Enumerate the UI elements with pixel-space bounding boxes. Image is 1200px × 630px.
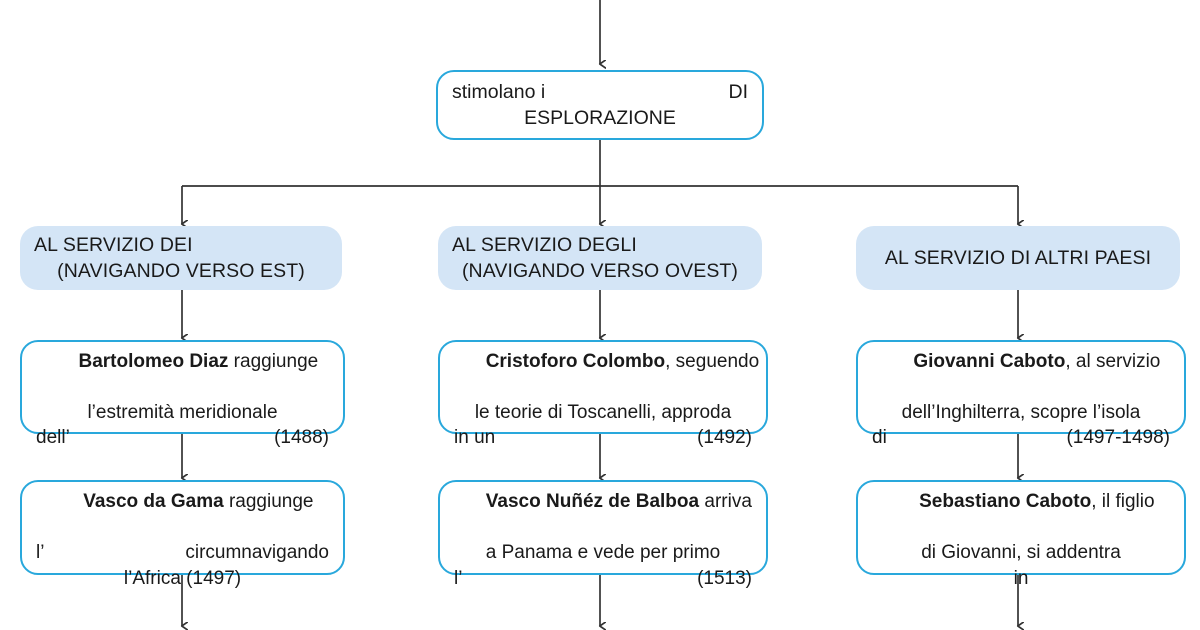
card-bartolomeo-diaz[interactable]: Bartolomeo Diaz raggiunge l’estremità me…: [20, 340, 345, 448]
explorer-name: Bartolomeo Diaz: [78, 350, 229, 372]
card-line-1: Bartolomeo Diaz raggiunge: [22, 323, 343, 399]
connector-top-to-split: [182, 140, 1018, 224]
header-line-2: (NAVIGANDO VERSO EST): [57, 260, 305, 282]
card-line-2: l’ circumnavigando: [22, 540, 343, 565]
header-line-1: AL SERVIZIO DI ALTRI PAESI: [884, 246, 1152, 269]
card-sebastiano-caboto[interactable]: Sebastiano Caboto, il figlio di Giovanni…: [856, 480, 1186, 589]
card-line-1: Vasco Nuñéz de Balboa arriva: [440, 464, 766, 540]
card-line-2: le teorie di Toscanelli, approda: [474, 401, 732, 423]
card-line-3: l’Africa (1497): [123, 567, 242, 589]
card-year: (1497-1498): [1066, 427, 1170, 449]
card-line2-right: circumnavigando: [185, 542, 329, 564]
card-line-2: dell’Inghilterra, scopre l’isola: [901, 401, 1141, 423]
card-line-3: di (1497-1498): [858, 425, 1184, 450]
card-line-3: l’ (1513): [440, 566, 766, 591]
card-line-3: in un (1492): [440, 425, 766, 450]
card-line1-rest: , seguendo: [665, 350, 760, 372]
header-al-servizio-degli[interactable]: AL SERVIZIO DEGLI (NAVIGANDO VERSO OVEST…: [438, 226, 762, 290]
card-line-3: in: [1013, 567, 1029, 589]
top-node-line1-left: stimolano i: [452, 80, 546, 103]
header-line-1: AL SERVIZIO DEGLI: [452, 233, 637, 256]
card-line-1: Cristoforo Colombo, seguendo: [440, 323, 766, 399]
card-line-3: dell’ (1488): [22, 425, 343, 450]
card-line1-rest: raggiunge: [228, 350, 319, 372]
card-vasco-nunez-de-balboa[interactable]: Vasco Nuñéz de Balboa arriva a Panama e …: [438, 480, 768, 589]
card-line1-rest: , al servizio: [1065, 350, 1161, 372]
card-line-1: Giovanni Caboto, al servizio: [858, 323, 1184, 399]
card-line2-left: l’: [36, 542, 45, 564]
top-node-line-2: ESPLORAZIONE: [524, 107, 676, 129]
card-cristoforo-colombo[interactable]: Cristoforo Colombo, seguendo le teorie d…: [438, 340, 768, 448]
header-al-servizio-di-altri-paesi[interactable]: AL SERVIZIO DI ALTRI PAESI: [856, 226, 1180, 290]
explorer-name: Vasco da Gama: [83, 491, 224, 513]
card-line3-left: l’: [454, 567, 463, 589]
card-line-2: di Giovanni, si addentra: [921, 542, 1121, 564]
top-node-line1-right: DI: [728, 80, 749, 103]
card-line3-left: di: [872, 427, 887, 449]
explorer-name: Cristoforo Colombo: [485, 350, 666, 372]
card-year: (1492): [697, 427, 752, 449]
card-year: (1488): [274, 427, 329, 449]
card-line3-left: in un: [454, 427, 496, 449]
card-line1-rest: raggiunge: [223, 491, 314, 513]
card-line3-left: dell’: [36, 427, 70, 449]
header-line-2: (NAVIGANDO VERSO OVEST): [461, 260, 739, 282]
header-al-servizio-dei[interactable]: AL SERVIZIO DEI (NAVIGANDO VERSO EST): [20, 226, 342, 290]
explorer-name: Vasco Nuñéz de Balboa: [485, 491, 700, 513]
explorer-name: Giovanni Caboto: [913, 350, 1066, 372]
card-line-1: Sebastiano Caboto, il figlio: [858, 464, 1184, 540]
card-line1-rest: arriva: [699, 491, 752, 513]
card-line1-rest: , il figlio: [1091, 491, 1155, 513]
card-giovanni-caboto[interactable]: Giovanni Caboto, al servizio dell’Inghil…: [856, 340, 1186, 448]
card-year: (1513): [697, 567, 752, 589]
card-line-2: a Panama e vede per primo: [485, 542, 721, 564]
node-top-esplorazione[interactable]: stimolano i DI ESPLORAZIONE: [436, 70, 764, 140]
card-vasco-da-gama[interactable]: Vasco da Gama raggiunge l’ circumnavigan…: [20, 480, 345, 589]
top-node-line-1: stimolano i DI: [438, 79, 762, 105]
card-line-2: l’estremità meridionale: [87, 401, 278, 423]
card-line-1: Vasco da Gama raggiunge: [22, 464, 343, 540]
header-line-1: AL SERVIZIO DEI: [34, 233, 193, 256]
explorer-name: Sebastiano Caboto: [919, 491, 1092, 513]
